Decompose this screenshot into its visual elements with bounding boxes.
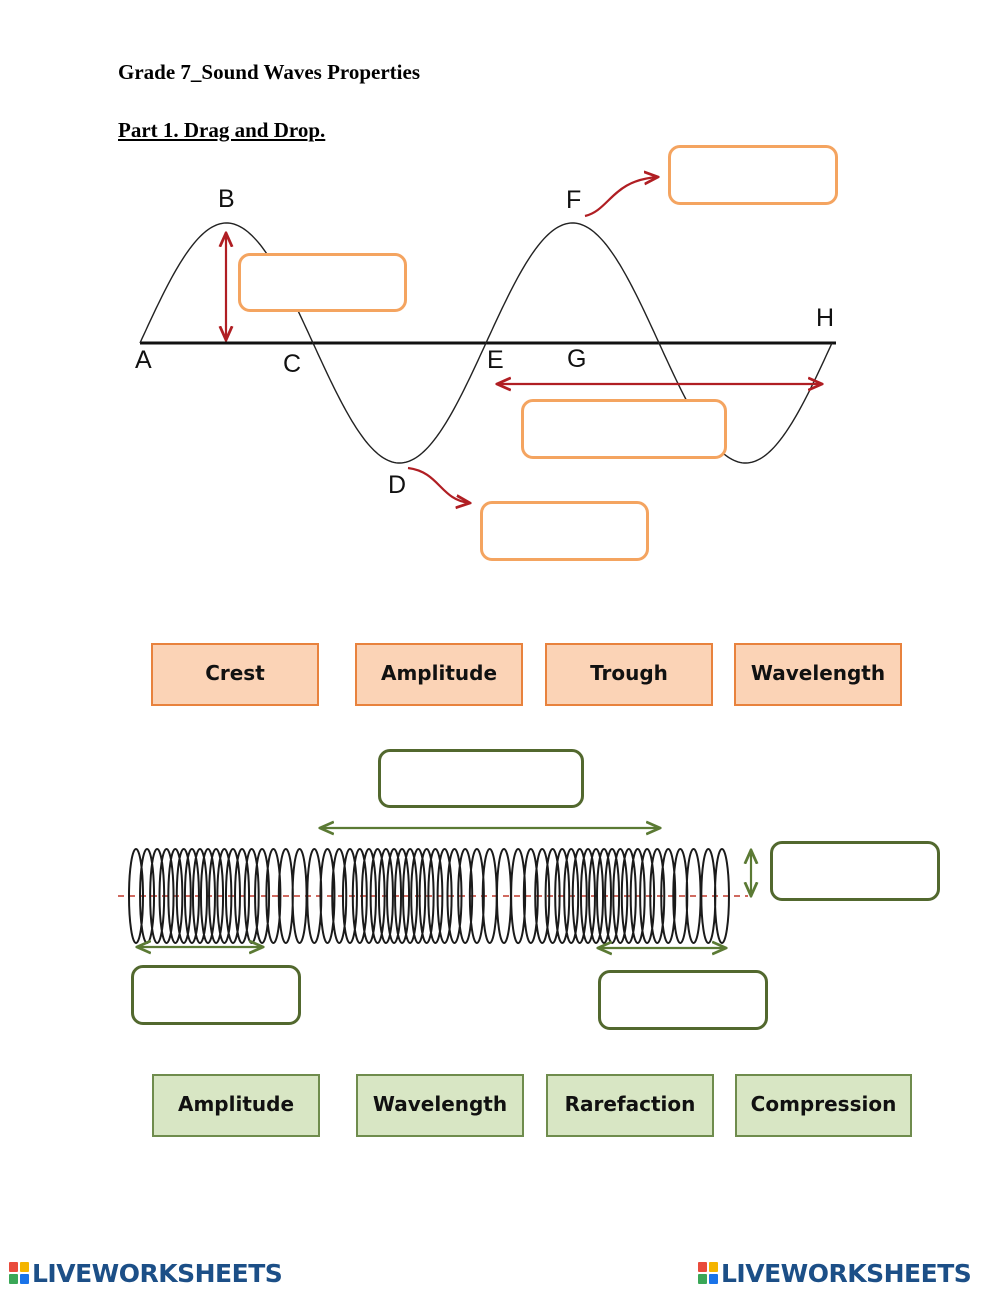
tile-crest[interactable]: Crest bbox=[151, 643, 319, 706]
crest-pointer-arrow bbox=[584, 177, 658, 218]
point-label-e: E bbox=[487, 346, 504, 374]
drop-box-crest-target[interactable] bbox=[668, 145, 838, 205]
drop-box-wavelength-target[interactable] bbox=[521, 399, 727, 459]
point-label-b: B bbox=[218, 185, 235, 213]
point-label-g: G bbox=[567, 345, 586, 373]
point-label-f: F bbox=[566, 186, 581, 214]
logo-text: LIVEWORKSHEETS bbox=[32, 1258, 283, 1288]
spring-coils bbox=[128, 847, 730, 945]
drop-box-trough-target[interactable] bbox=[480, 501, 649, 561]
drop-box-spring-amplitude-target[interactable] bbox=[770, 841, 940, 901]
logo-text: LIVEWORKSHEETS bbox=[721, 1258, 972, 1288]
point-label-d: D bbox=[388, 471, 406, 499]
tile-rarefaction[interactable]: Rarefaction bbox=[546, 1074, 714, 1137]
tile-spring-wavelength[interactable]: Wavelength bbox=[356, 1074, 524, 1137]
point-label-c: C bbox=[283, 350, 301, 378]
tile-wavelength[interactable]: Wavelength bbox=[734, 643, 902, 706]
liveworksheets-logo-icon bbox=[698, 1262, 718, 1284]
liveworksheets-logo-left: LIVEWORKSHEETS bbox=[9, 1257, 283, 1289]
drop-box-amplitude-target[interactable] bbox=[238, 253, 407, 312]
worksheet-title: Grade 7_Sound Waves Properties bbox=[118, 60, 420, 84]
liveworksheets-logo-right: LIVEWORKSHEETS bbox=[698, 1257, 972, 1289]
part1-heading: Part 1. Drag and Drop. bbox=[118, 118, 326, 142]
tile-amplitude[interactable]: Amplitude bbox=[355, 643, 523, 706]
drop-box-rarefaction-target[interactable] bbox=[131, 965, 301, 1025]
trough-pointer-arrow bbox=[407, 466, 470, 503]
tile-trough[interactable]: Trough bbox=[545, 643, 713, 706]
liveworksheets-logo-icon bbox=[9, 1262, 29, 1284]
drop-box-spring-wavelength-target[interactable] bbox=[378, 749, 584, 808]
tile-spring-amplitude[interactable]: Amplitude bbox=[152, 1074, 320, 1137]
point-label-h: H bbox=[816, 304, 834, 332]
tile-compression[interactable]: Compression bbox=[735, 1074, 912, 1137]
point-label-a: A bbox=[135, 346, 152, 374]
drop-box-compression-target[interactable] bbox=[598, 970, 768, 1030]
